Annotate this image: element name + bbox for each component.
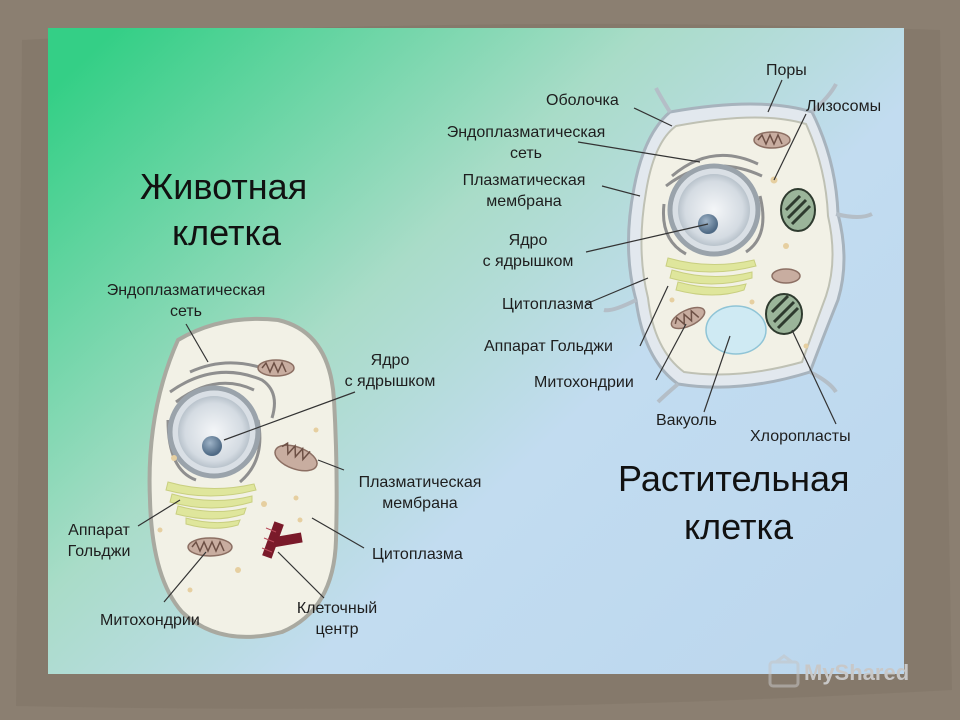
animal-cell — [137, 316, 365, 639]
plant-label-vacuole: Вакуоль — [656, 412, 717, 429]
watermark-icon — [768, 654, 800, 688]
animal-title-line2: клетка — [172, 212, 282, 253]
plant-mitochondria — [670, 131, 801, 330]
plant-leader-lines — [577, 79, 837, 425]
animal-centrosome — [261, 521, 303, 559]
plant-label-membrane: Плазматическая мембрана — [446, 170, 602, 212]
plant-vacuole — [705, 305, 767, 355]
plant-label-nucleus-line1: Ядро — [508, 232, 548, 249]
animal-label-nucleus: Ядро с ядрышком — [330, 350, 450, 392]
plant-cell — [577, 79, 873, 425]
watermark: MyShared — [768, 656, 909, 690]
animal-label-mito: Митохондрии — [100, 612, 200, 629]
animal-label-centrosome-line2: центр — [315, 621, 359, 638]
plant-label-er-line2: сеть — [509, 145, 543, 162]
plant-title-line2: клетка — [684, 506, 794, 547]
animal-label-nucleus-line2: с ядрышком — [344, 373, 436, 390]
animal-label-golgi-line1: Аппарат — [68, 522, 130, 539]
animal-label-membrane: Плазматическая мембрана — [344, 472, 496, 514]
animal-label-er-line2: сеть — [169, 303, 203, 320]
animal-label-centrosome: Клеточный центр — [286, 598, 388, 640]
animal-label-er-line1: Эндоплазматическая — [106, 282, 266, 299]
plant-golgi — [665, 257, 757, 296]
animal-label-golgi: Аппарат Гольджи — [56, 520, 142, 562]
animal-label-golgi-line2: Гольджи — [67, 543, 131, 560]
plant-label-membrane-line1: Плазматическая — [462, 172, 586, 189]
plant-label-nucleus-line2: с ядрышком — [482, 253, 574, 270]
animal-label-membrane-line1: Плазматическая — [358, 474, 482, 491]
animal-label-cytoplasm: Цитоплазма — [372, 546, 463, 563]
animal-title-line1: Животная — [140, 166, 308, 207]
animal-nucleolus — [202, 436, 222, 456]
watermark-text: MyShared — [804, 660, 910, 685]
plant-label-lysosomes: Лизосомы — [806, 98, 882, 115]
plant-label-golgi: Аппарат Гольджи — [484, 338, 613, 355]
plant-label-membrane-line2: мембрана — [486, 193, 562, 210]
animal-mitochondria — [187, 359, 318, 557]
animal-label-centrosome-line1: Клеточный — [296, 600, 378, 617]
plant-label-pores: Поры — [766, 62, 807, 79]
plant-label-chloroplasts: Хлоропласты — [750, 428, 851, 445]
animal-leader-lines — [137, 323, 365, 603]
animal-label-nucleus-line1: Ядро — [370, 352, 410, 369]
plant-label-mito: Митохондрии — [534, 374, 634, 391]
animal-label-membrane-line2: мембрана — [382, 495, 458, 512]
plant-label-er-line1: Эндоплазматическая — [446, 124, 606, 141]
plant-label-er: Эндоплазматическая сеть — [428, 122, 624, 164]
plant-label-nucleus: Ядро с ядрышком — [466, 230, 590, 272]
animal-label-er: Эндоплазматическая сеть — [90, 280, 282, 322]
animal-vesicles — [157, 427, 319, 593]
plant-chloroplasts — [765, 188, 816, 335]
animal-golgi — [165, 481, 257, 529]
plant-label-wall: Оболочка — [546, 92, 619, 109]
plant-label-cytoplasm: Цитоплазма — [502, 296, 593, 313]
plant-title-line1: Растительная — [618, 458, 850, 499]
